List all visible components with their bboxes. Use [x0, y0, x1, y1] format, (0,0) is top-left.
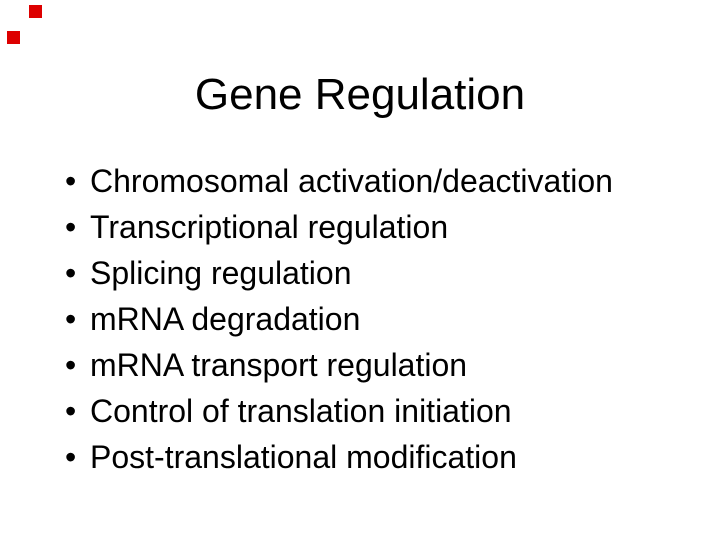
- list-item: • Chromosomal activation/deactivation: [65, 158, 685, 204]
- list-item-text: Splicing regulation: [90, 255, 352, 291]
- list-item: • Control of translation initiation: [65, 388, 685, 434]
- bullet-icon: •: [65, 163, 77, 199]
- list-item: • Transcriptional regulation: [65, 204, 685, 250]
- list-item: • Post-translational modification: [65, 434, 685, 480]
- list-item-text: Chromosomal activation/deactivation: [90, 163, 613, 199]
- red-accent-square-top: [29, 5, 42, 18]
- bullet-icon: •: [65, 347, 77, 383]
- list-item: • mRNA transport regulation: [65, 342, 685, 388]
- slide-title: Gene Regulation: [194, 70, 526, 119]
- list-item: • Splicing regulation: [65, 250, 685, 296]
- bullet-icon: •: [65, 393, 77, 429]
- list-item-text: mRNA degradation: [90, 301, 361, 337]
- bullet-list: • Chromosomal activation/deactivation • …: [65, 158, 685, 480]
- red-accent-square-left: [7, 31, 20, 44]
- bullet-icon: •: [65, 439, 77, 475]
- list-item-text: Control of translation initiation: [90, 393, 512, 429]
- bullet-icon: •: [65, 301, 77, 337]
- bullet-icon: •: [65, 255, 77, 291]
- list-item-text: mRNA transport regulation: [90, 347, 468, 383]
- bullet-icon: •: [65, 209, 77, 245]
- list-item: • mRNA degradation: [65, 296, 685, 342]
- list-item-text: Post-translational modification: [90, 439, 517, 475]
- list-item-text: Transcriptional regulation: [90, 209, 449, 245]
